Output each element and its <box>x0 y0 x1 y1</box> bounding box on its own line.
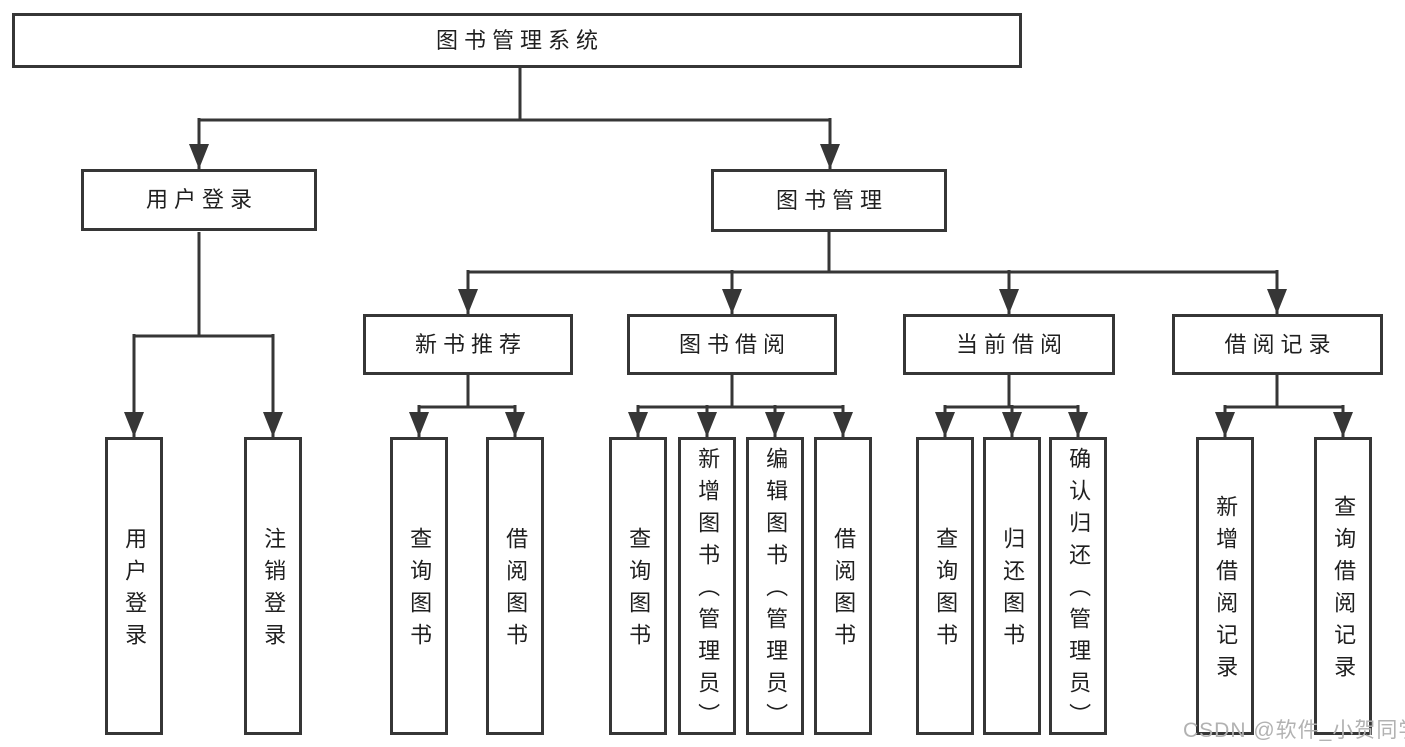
leaf-cb-query-books: 查询图书 <box>916 437 974 735</box>
node-label: 借阅记录 <box>1224 331 1337 357</box>
connector-user-login <box>134 232 273 338</box>
leaf-cb-return-books: 归还图书 <box>983 437 1041 735</box>
node-label: 新书推荐 <box>414 331 527 357</box>
node-label: 借阅图书 <box>503 527 529 655</box>
node-label: 用户登录 <box>145 187 258 212</box>
watermark: CSDN @软件_小贺同学 <box>1183 719 1405 742</box>
node-user-login: 用户登录 <box>81 169 317 231</box>
node-new-book-recommendation: 新书推荐 <box>363 314 573 375</box>
connector-current-borrowing <box>945 375 1078 409</box>
node-label: 新增图书（管理员） <box>695 447 721 735</box>
node-label: 查询借阅记录 <box>1331 495 1357 687</box>
connector-new-book <box>419 375 515 409</box>
node-label: 借阅图书 <box>831 527 857 655</box>
node-label: 归还图书 <box>1000 527 1026 655</box>
node-current-borrowing: 当前借阅 <box>903 314 1115 375</box>
leaf-bb-query-books: 查询图书 <box>609 437 667 735</box>
leaf-bb-edit-books-admin: 编辑图书（管理员） <box>746 437 804 735</box>
node-root-library-system: 图书管理系统 <box>12 13 1022 68</box>
node-book-borrowing: 图书借阅 <box>627 314 837 375</box>
connector-book-management <box>468 232 1277 274</box>
leaf-user-login: 用户登录 <box>105 437 163 735</box>
leaf-nbr-borrow-books: 借阅图书 <box>486 437 544 735</box>
connector-borrow-records <box>1225 375 1343 409</box>
node-label: 图书管理 <box>775 187 888 213</box>
node-label: 查询图书 <box>933 527 959 655</box>
node-label: 图书管理系统 <box>435 27 604 53</box>
leaf-nbr-query-books: 查询图书 <box>390 437 448 735</box>
connector-book-borrowing <box>638 375 843 409</box>
leaf-logout: 注销登录 <box>244 437 302 735</box>
leaf-br-query-record: 查询借阅记录 <box>1314 437 1372 735</box>
node-label: 确认归还（管理员） <box>1066 447 1092 735</box>
node-label: 查询图书 <box>626 527 652 655</box>
connector-root <box>199 68 830 122</box>
leaf-bb-add-books-admin: 新增图书（管理员） <box>678 437 736 735</box>
node-borrow-records: 借阅记录 <box>1172 314 1383 375</box>
node-label: 图书借阅 <box>678 331 791 357</box>
node-label: 注销登录 <box>261 527 287 655</box>
leaf-br-add-record: 新增借阅记录 <box>1196 437 1254 735</box>
node-label: 编辑图书（管理员） <box>763 447 789 735</box>
leaf-cb-confirm-return-admin: 确认归还（管理员） <box>1049 437 1107 735</box>
node-label: 查询图书 <box>407 527 433 655</box>
node-label: 新增借阅记录 <box>1213 495 1239 687</box>
node-label: 用户登录 <box>122 527 148 655</box>
node-book-management: 图书管理 <box>711 169 947 232</box>
leaf-bb-borrow-books: 借阅图书 <box>814 437 872 735</box>
node-label: 当前借阅 <box>955 331 1068 357</box>
